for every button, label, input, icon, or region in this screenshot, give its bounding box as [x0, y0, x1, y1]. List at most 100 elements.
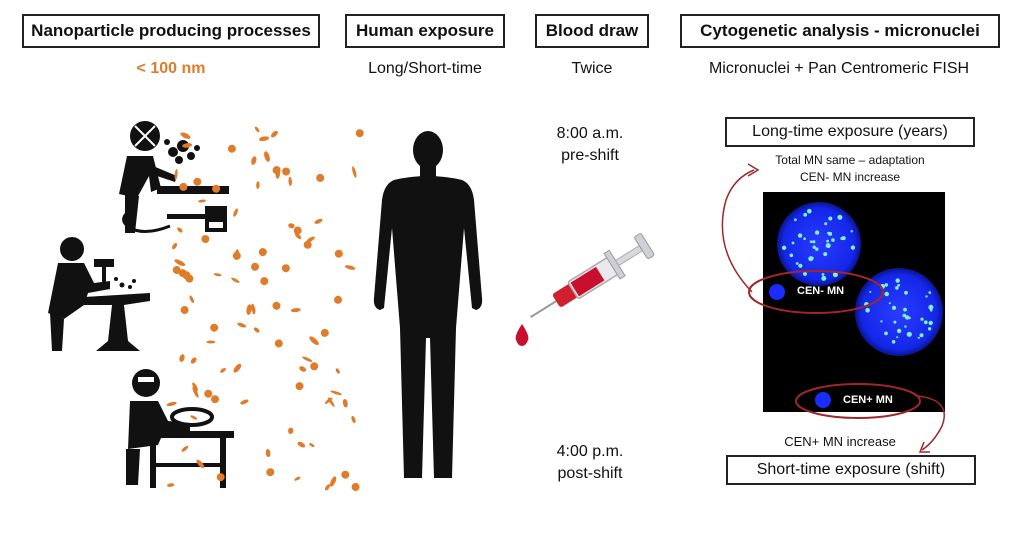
fish-signal — [927, 327, 932, 331]
fish-signal — [928, 320, 933, 326]
nanoparticle — [309, 336, 319, 346]
fish-signal — [896, 336, 899, 339]
nanoparticle — [302, 356, 313, 362]
nanoparticle — [258, 136, 270, 142]
nanoparticle — [231, 277, 240, 283]
nanoparticle — [204, 389, 213, 398]
nanoparticle — [330, 390, 342, 395]
nanoparticle — [167, 483, 175, 487]
nanoparticle — [190, 415, 198, 420]
nanoparticle — [210, 323, 219, 332]
header-nanoparticle-processes: Nanoparticle producing processes — [22, 14, 320, 48]
draw-frequency-label: Twice — [571, 60, 613, 77]
nanoparticle — [178, 269, 187, 278]
nanoparticle — [233, 363, 242, 373]
welder-icon — [119, 121, 229, 233]
fish-signal — [797, 233, 803, 238]
nanoparticle — [320, 328, 329, 337]
fish-signal — [832, 272, 838, 278]
long-exposure-note-total: Total MN same – adaptation — [775, 153, 925, 167]
nanoparticle — [172, 266, 181, 274]
nanoparticle — [216, 473, 225, 482]
fish-signal — [888, 302, 891, 305]
nanoparticle — [192, 382, 198, 392]
nanoparticle — [342, 398, 348, 408]
cen-minus-ellipse — [748, 270, 884, 314]
nanoparticle — [237, 322, 247, 328]
nanoparticle — [181, 445, 189, 452]
fish-signal — [831, 238, 835, 242]
nanoparticle — [293, 226, 302, 235]
fish-signal — [826, 239, 829, 243]
fish-signal — [821, 275, 827, 281]
fish-signal — [795, 262, 799, 265]
particle-size-label: < 100 nm — [136, 60, 206, 77]
nanoparticle — [355, 129, 364, 138]
afternoon-shift-label: post-shift — [557, 465, 623, 482]
cen-plus-label: CEN+ MN — [843, 394, 893, 406]
nanoparticle — [251, 303, 256, 315]
nanoparticle — [189, 295, 195, 304]
fish-signal — [869, 290, 872, 293]
nanoparticle — [266, 468, 275, 477]
fish-signal — [897, 283, 901, 287]
afternoon-time: 4:00 p.m. — [556, 443, 624, 460]
micronuclei-micrograph — [763, 192, 945, 412]
nanoparticle — [294, 232, 302, 240]
nanoparticle — [190, 357, 197, 364]
fish-signal — [865, 308, 870, 313]
fish-signal — [919, 333, 924, 338]
nanoparticle — [220, 367, 226, 373]
nanoparticle — [174, 259, 186, 267]
fish-signal — [791, 241, 795, 245]
nanoparticle — [303, 240, 312, 249]
nanoparticle — [288, 176, 292, 186]
nanoparticle — [341, 470, 350, 479]
nanoparticle — [198, 199, 206, 203]
fish-signal — [803, 237, 806, 240]
nanoparticle — [324, 397, 333, 404]
nanoparticle — [324, 484, 331, 491]
human-silhouette-icon — [373, 131, 483, 478]
nanoparticle — [299, 366, 307, 372]
nanoparticle — [182, 143, 193, 148]
fish-signal — [781, 245, 787, 250]
nanoparticle — [253, 327, 260, 333]
fish-signal — [923, 320, 928, 325]
nanoparticle — [264, 151, 270, 162]
fish-signal — [906, 331, 912, 337]
fish-signal — [904, 325, 907, 328]
nanoparticle — [254, 126, 260, 133]
fish-signal — [803, 212, 808, 217]
nanoparticle — [260, 277, 269, 286]
nanoparticle — [297, 441, 306, 448]
nanoparticle — [316, 173, 325, 182]
nanoparticle — [180, 132, 191, 139]
nanoparticle — [240, 399, 249, 405]
fish-signal — [812, 245, 816, 249]
nanoparticle — [352, 166, 357, 178]
nanoparticle — [310, 362, 319, 371]
nanoparticle — [185, 274, 194, 283]
header-cytogenetic-analysis: Cytogenetic analysis - micronuclei — [680, 14, 1000, 48]
fish-signal — [895, 286, 899, 290]
nanoparticle — [201, 235, 210, 243]
fish-signal — [929, 308, 933, 312]
fish-signal — [809, 240, 813, 243]
short-time-exposure-box: Short-time exposure (shift) — [726, 455, 976, 485]
fish-signal — [828, 216, 833, 221]
nanoparticle — [206, 340, 216, 344]
nanoparticle — [192, 386, 199, 398]
nanoparticle — [265, 449, 271, 458]
nanoparticle — [179, 354, 185, 362]
nanoparticle — [234, 249, 239, 260]
nanoparticle — [282, 167, 291, 176]
fish-signal — [828, 231, 833, 236]
nanoparticle — [314, 218, 323, 224]
nanoparticle — [309, 443, 315, 448]
long-exposure-arrow — [721, 163, 760, 293]
nanoparticle — [344, 265, 356, 270]
nanoparticle — [246, 304, 252, 315]
fish-signal — [884, 291, 889, 297]
nanoparticle — [251, 262, 259, 271]
